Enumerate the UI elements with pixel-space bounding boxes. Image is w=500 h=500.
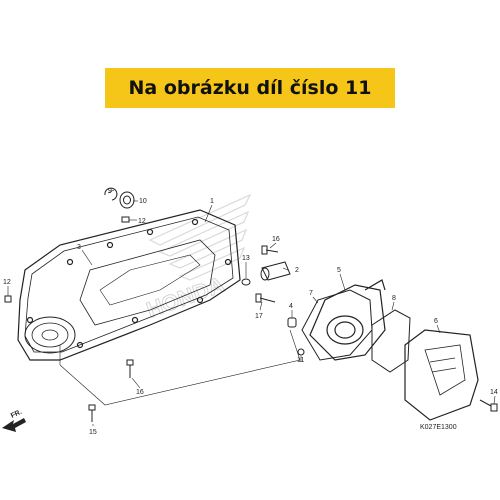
- callout-15: 15: [89, 429, 97, 436]
- part-number-banner: Na obrázku díl číslo 11: [105, 68, 395, 108]
- air-case-part: [309, 279, 386, 361]
- callout-9: 9: [108, 188, 112, 195]
- honda-wing-watermark: [148, 193, 252, 281]
- crankcase-cover: [17, 209, 241, 361]
- gasket-part: [301, 289, 373, 361]
- leader-box: [59, 329, 301, 406]
- callout-13: 13: [242, 255, 250, 262]
- grommet-part: [287, 317, 305, 356]
- callout-16a: 16: [272, 236, 280, 243]
- callout-17: 17: [255, 313, 263, 320]
- callout-12b: 12: [3, 279, 11, 286]
- leader-lines: [7, 189, 496, 426]
- banner-text: Na obrázku díl číslo 11: [128, 77, 372, 99]
- callout-12a: 12: [138, 218, 146, 225]
- diagram-code: K027E1300: [420, 424, 457, 431]
- bolt-part: [88, 245, 279, 422]
- bearing-part: [119, 191, 135, 209]
- callout-4: 4: [289, 303, 293, 310]
- callout-3: 3: [77, 244, 81, 251]
- direction-label: FR.: [10, 409, 23, 420]
- callout-8: 8: [392, 295, 396, 302]
- front-direction-arrow-icon: [2, 418, 26, 432]
- dowel-pin-part: [4, 216, 130, 303]
- clip-part: [241, 278, 251, 286]
- callout-1: 1: [210, 198, 214, 205]
- callout-7: 7: [309, 290, 313, 297]
- callout-10: 10: [139, 198, 147, 205]
- inlet-duct-part: [260, 261, 291, 281]
- outer-cover-part: [404, 329, 479, 421]
- callout-6: 6: [434, 318, 438, 325]
- callout-5: 5: [337, 267, 341, 274]
- seal-ring-part: [371, 309, 411, 373]
- callout-2: 2: [295, 267, 299, 274]
- callout-16b: 16: [136, 389, 144, 396]
- circlip-part: [104, 187, 118, 201]
- callout-14: 14: [490, 389, 498, 396]
- callout-11: 11: [297, 357, 304, 364]
